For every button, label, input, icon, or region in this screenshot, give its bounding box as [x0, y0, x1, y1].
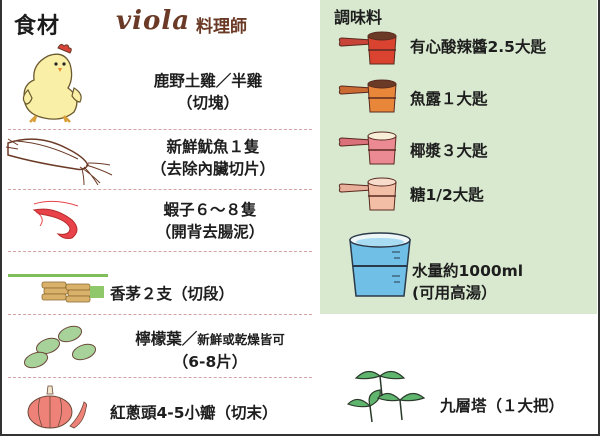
seasoning-sugar: 糖1/2大匙 — [410, 186, 484, 204]
basil-sprout-icon — [346, 370, 426, 423]
ingredient-shrimp: 蝦子６～８隻 （開背去腸泥） — [112, 199, 308, 243]
ingredient-name: 鹿野土雞／半雞 — [153, 72, 263, 90]
chicken-icon — [22, 43, 82, 123]
ingredients-heading: 食材 — [14, 14, 61, 39]
measuring-spoon-orange-icon — [338, 79, 397, 113]
seasoning-water-amount: 水量約1000ml — [412, 262, 524, 280]
ingredient-prep: （6-8片） — [172, 353, 248, 371]
ingredient-name: 蝦子６～８隻 — [163, 201, 257, 219]
extra-basil: 九層塔（１大把） — [440, 397, 565, 415]
ingredient-lemon-leaf: 檸檬葉／新鮮或乾燥皆可 （6-8片） — [108, 328, 312, 373]
measuring-spoon-red-icon — [338, 31, 397, 65]
seasoning-water-note: (可用高湯） — [412, 284, 497, 302]
divider — [8, 377, 312, 378]
ingredient-squid: 新鮮魷魚１隻 （去除內臟切片） — [118, 136, 308, 180]
brand-logo: viola — [116, 6, 191, 36]
shrimp-icon — [32, 200, 79, 239]
ingredient-prep: （開背去腸泥） — [155, 223, 265, 241]
shallot-icon — [27, 385, 88, 429]
seasoning-coconut-milk: 椰漿３大匙 — [410, 142, 488, 160]
ingredient-shallot: 紅蔥頭4-5小瓣（切末） — [110, 402, 320, 424]
seasoning-heading: 調味料 — [334, 8, 383, 27]
ingredient-prep: （去除內臟切片） — [150, 160, 275, 178]
divider — [8, 129, 312, 130]
ingredient-note: 新鮮或乾燥皆可 — [197, 332, 285, 347]
measuring-cup-blue-icon — [349, 232, 411, 297]
seasoning-fish-sauce: 魚露１大匙 — [410, 90, 488, 108]
measuring-spoon-pink-icon — [338, 131, 397, 165]
divider — [8, 251, 312, 252]
ingredient-name: 香茅２支（切段） — [110, 285, 235, 303]
squid-icon — [5, 138, 113, 186]
ingredient-prep: （切塊） — [176, 94, 239, 112]
lemongrass-icon — [8, 274, 108, 303]
divider — [8, 314, 312, 315]
measuring-spoon-peach-icon — [338, 177, 397, 211]
seasoning-water: 水量約1000ml (可用高湯） — [412, 260, 523, 304]
ingredient-lemongrass: 香茅２支（切段） — [110, 283, 310, 305]
ingredient-name: 檸檬葉／ — [135, 330, 198, 348]
brand-suffix: 料理師 — [196, 17, 247, 37]
ingredient-name: 紅蔥頭4-5小瓣（切末） — [110, 404, 278, 422]
ingredient-chicken: 鹿野土雞／半雞 （切塊） — [108, 70, 308, 114]
divider — [8, 189, 312, 190]
seasoning-chili-sauce: 有心酸辣醬2.5大匙 — [410, 38, 546, 56]
lemon-leaf-icon — [23, 325, 97, 369]
ingredient-name: 新鮮魷魚１隻 — [166, 138, 260, 156]
